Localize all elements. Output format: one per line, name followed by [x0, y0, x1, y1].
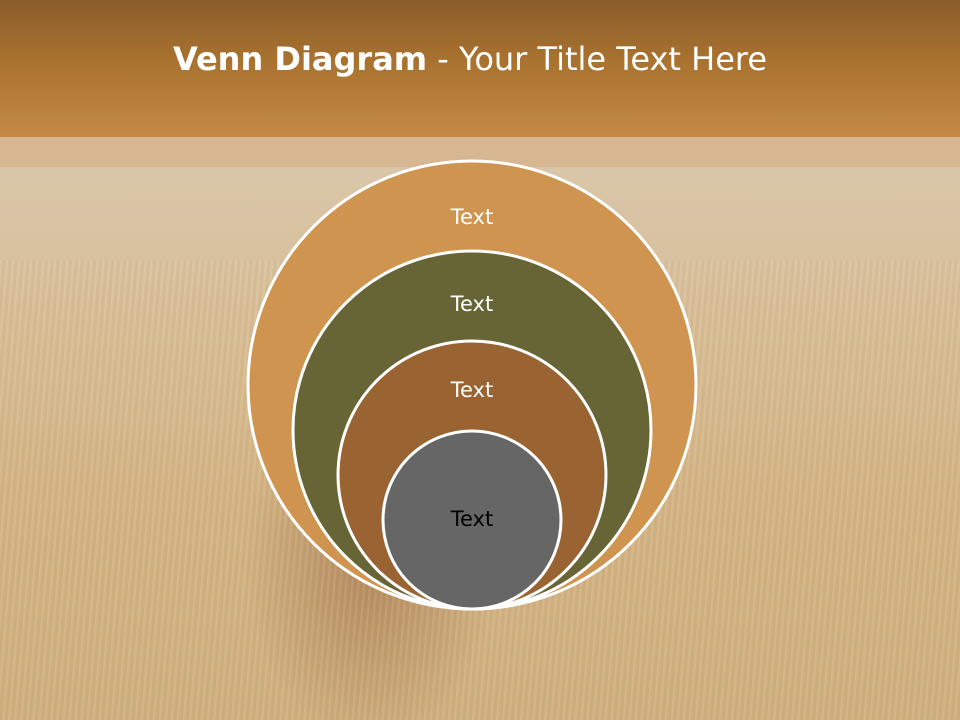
title-bold-part: Venn Diagram	[172, 40, 428, 78]
title-rest-part: - Your Title Text Here	[427, 40, 768, 78]
slide-title: Venn Diagram - Your Title Text Here	[0, 40, 940, 78]
circle-outer-label: Text	[450, 205, 493, 229]
circle-inner-shape	[381, 429, 563, 611]
circle-inner[interactable]: Text	[381, 429, 563, 611]
circle-second-label: Text	[450, 292, 493, 316]
title-banner	[0, 0, 960, 137]
circle-inner-label: Text	[450, 507, 493, 531]
circle-third-label: Text	[450, 378, 493, 402]
